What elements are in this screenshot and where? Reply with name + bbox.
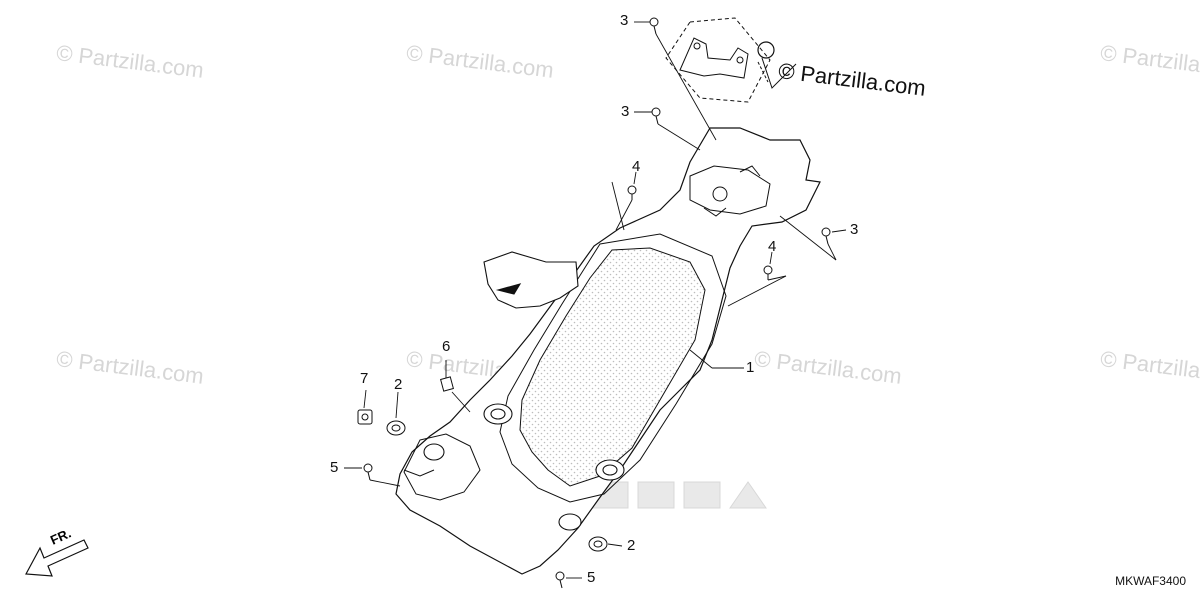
- upper-mount: [689, 165, 771, 217]
- screw-4b: [763, 265, 773, 280]
- bolt-3c: [821, 227, 831, 245]
- callout-7: 7: [360, 370, 369, 387]
- callout-3: 3: [850, 221, 859, 238]
- bolt-3a: [649, 17, 659, 35]
- callout-2: 2: [394, 376, 403, 393]
- fender-rim: [499, 233, 727, 503]
- bolt-5a: [363, 463, 373, 481]
- bolt-3b: [651, 107, 661, 125]
- grommet-2a: [386, 420, 406, 436]
- callout-5: 5: [330, 459, 339, 476]
- bolt-5b: [555, 571, 565, 589]
- detail-bracket: [665, 17, 797, 103]
- grommet-2b: [588, 536, 608, 552]
- side-wing: [483, 251, 579, 309]
- diagram-code: MKWAF3400: [1115, 574, 1186, 588]
- callout-2: 2: [627, 537, 636, 554]
- lower-bracket: [403, 433, 481, 501]
- callout-4: 4: [632, 158, 641, 175]
- leader-lines: [344, 21, 847, 579]
- callout-4: 4: [768, 238, 777, 255]
- grommet-holes: [423, 403, 625, 531]
- fender-inner-surface: [519, 247, 706, 487]
- clip-6: [440, 376, 454, 392]
- nut-7: [357, 409, 373, 425]
- copyright-seal-icon: [757, 41, 775, 59]
- screw-4a: [627, 185, 637, 200]
- callout-6: 6: [442, 338, 451, 355]
- callout-5: 5: [587, 569, 596, 586]
- callout-1: 1: [746, 359, 755, 376]
- front-arrow-icon: [25, 539, 89, 577]
- ghost-logo: [591, 481, 767, 509]
- callout-3: 3: [620, 12, 629, 29]
- callout-3: 3: [621, 103, 630, 120]
